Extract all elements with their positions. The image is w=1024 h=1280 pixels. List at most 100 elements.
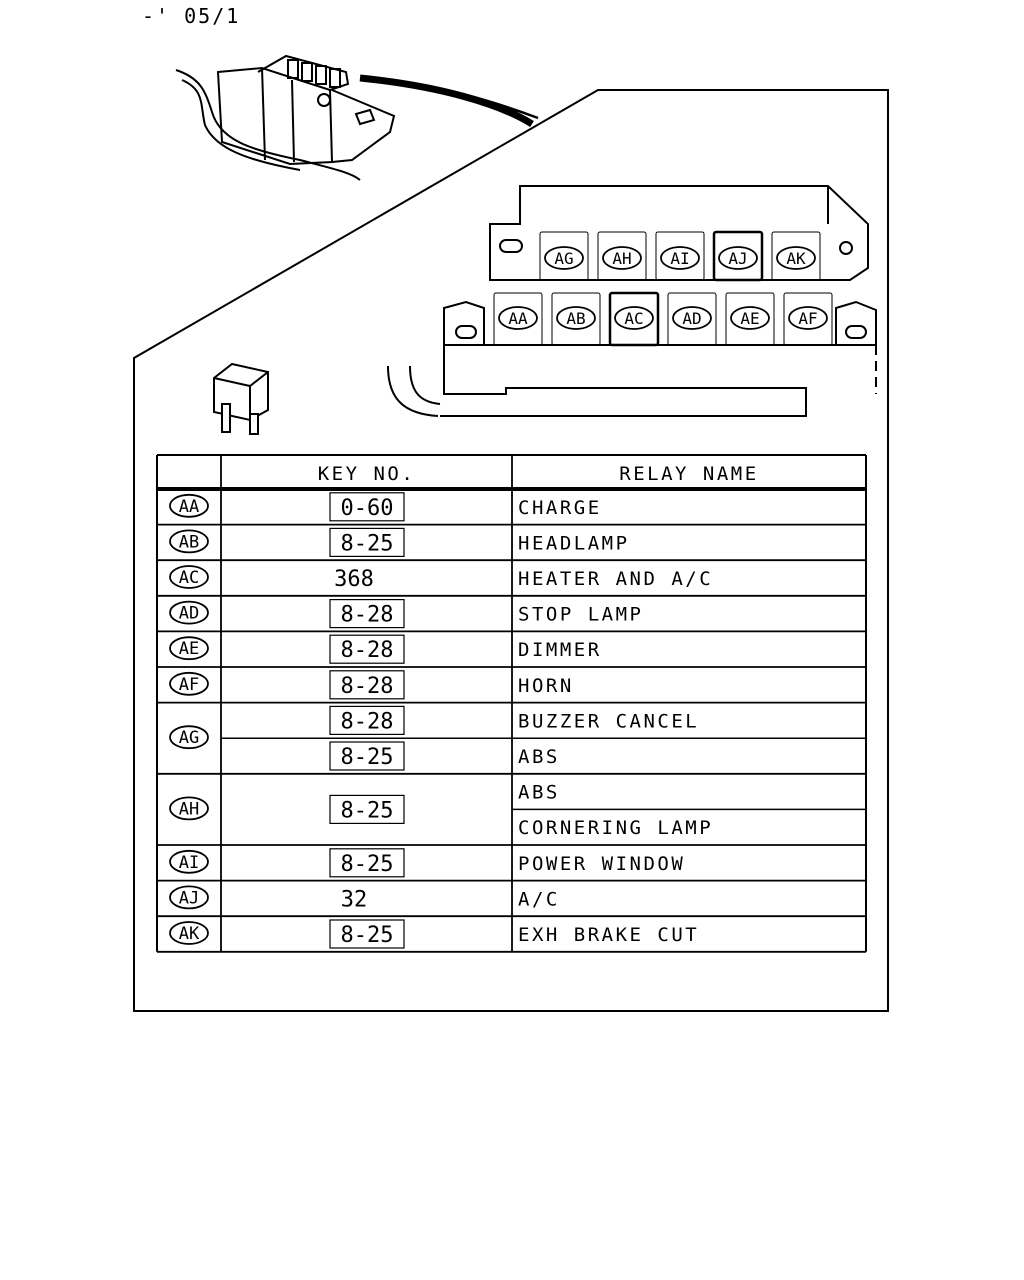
relay-name-value: POWER WINDOW: [518, 853, 685, 875]
code-label: AD: [682, 309, 701, 328]
key-no-value: 32: [341, 887, 368, 912]
page-code: -' 05/1: [142, 4, 241, 28]
key-no-value: 8-25: [341, 531, 394, 556]
key-no-cell: 32: [341, 887, 368, 912]
relay-name-header: RELAY NAME: [619, 463, 758, 485]
socket-label-ag: AG: [544, 246, 584, 270]
key-no-cell: 8-28: [329, 598, 405, 629]
socket-ae: AE: [725, 292, 775, 346]
socket-aa: AA: [493, 292, 543, 346]
key-no-value: 8-28: [341, 603, 394, 628]
relay-name-value: A/C: [518, 888, 560, 910]
key-no-cell: 368: [334, 567, 374, 592]
socket-ah: AH: [597, 231, 647, 281]
socket-label-af: AF: [788, 306, 828, 330]
relay-name-value: BUZZER CANCEL: [518, 710, 699, 732]
row-code-ah: AH: [169, 796, 209, 821]
key-no-value: 8-25: [341, 923, 394, 948]
key-no-cell: 8-25: [329, 848, 405, 878]
row-code-ae: AE: [169, 636, 209, 661]
fuse-box-top-row: AG AH AI AJ AK: [539, 230, 821, 282]
key-no-cell: 8-28: [329, 634, 405, 664]
table-row: AF 8-28 HORN: [169, 670, 574, 700]
socket-label-ai: AI: [660, 246, 700, 270]
key-no-cell: 8-28: [329, 670, 405, 700]
table-row: AD 8-28 STOP LAMP: [169, 598, 643, 629]
code-label: AE: [179, 639, 199, 659]
relay-name-value: HEADLAMP: [518, 532, 630, 554]
socket-ak: AK: [771, 231, 821, 281]
table-row: AJ 32 A/C: [169, 885, 560, 912]
code-label: AH: [612, 249, 631, 268]
code-label: AK: [179, 924, 200, 944]
key-no-value: 8-25: [341, 798, 394, 823]
socket-label-aa: AA: [498, 306, 538, 330]
relay-name-value: ABS: [518, 746, 560, 768]
key-no-cell: 8-25: [329, 794, 405, 825]
key-no-value: 8-28: [341, 674, 394, 699]
socket-ad: AD: [667, 292, 717, 346]
code-label: AJ: [728, 249, 747, 268]
panel-border: [133, 89, 889, 1012]
code-label: AA: [508, 309, 528, 328]
row-code-ad: AD: [169, 600, 209, 625]
key-no-cell: 8-25: [329, 527, 405, 558]
code-label: AG: [179, 728, 199, 748]
key-no-value: 8-28: [341, 638, 394, 663]
row-code-ab: AB: [169, 529, 209, 554]
row-code-af: AF: [169, 671, 209, 696]
relay-name-value: STOP LAMP: [518, 604, 643, 626]
code-label: AI: [670, 249, 689, 268]
table-row: AG 8-28 BUZZER CANCEL 8-25 ABS: [169, 705, 699, 771]
code-label: AH: [179, 799, 199, 819]
socket-ag: AG: [539, 231, 589, 281]
table-row: AI 8-25 POWER WINDOW: [169, 848, 685, 878]
code-label: AA: [179, 497, 199, 517]
key-no-value: 8-25: [341, 852, 394, 877]
key-no-cell: 8-25: [329, 919, 405, 949]
key-no-cell: 8-28: [329, 705, 405, 736]
socket-ai: AI: [655, 231, 705, 281]
key-no-value: 0-60: [341, 496, 394, 521]
harness-illustration: [175, 54, 539, 181]
fuse-box: [387, 185, 877, 417]
fuse-box-bottom-row: AA AB AC AD AE AF: [493, 291, 833, 347]
key-no-cell: 8-25: [329, 741, 405, 771]
socket-label-ah: AH: [602, 246, 642, 270]
code-label: AG: [554, 249, 573, 268]
key-no-value: 8-28: [341, 709, 394, 734]
code-label: AB: [179, 532, 199, 552]
socket-label-ab: AB: [556, 306, 596, 330]
code-label: AK: [786, 249, 806, 268]
relay-name-value: ABS: [518, 782, 560, 804]
code-label: AJ: [179, 888, 199, 908]
relay-name-value: HORN: [518, 675, 574, 697]
key-no-cell: 0-60: [329, 492, 405, 522]
relay-name-value: CHARGE: [518, 497, 602, 519]
key-no-header: KEY NO.: [318, 463, 416, 485]
key-no-value: 8-25: [341, 745, 394, 770]
socket-aj: AJ: [712, 230, 764, 282]
socket-label-ad: AD: [672, 306, 712, 330]
row-code-ag: AG: [169, 725, 209, 750]
relay-name-value: HEATER AND A/C: [518, 568, 713, 590]
row-code-ai: AI: [169, 849, 209, 874]
table-row: AC 368 HEATER AND A/C: [169, 565, 713, 592]
code-label: AE: [740, 309, 759, 328]
key-no-value: 368: [334, 567, 374, 592]
table-row: AA 0-60 CHARGE: [169, 492, 602, 522]
socket-af: AF: [783, 292, 833, 346]
code-label: AC: [624, 309, 643, 328]
relay-icon: [213, 362, 269, 435]
code-label: AC: [179, 568, 199, 588]
code-label: AB: [566, 309, 585, 328]
socket-label-ae: AE: [730, 306, 770, 330]
row-code-aa: AA: [169, 493, 209, 518]
relay-name-value: DIMMER: [518, 639, 602, 661]
socket-ac: AC: [608, 291, 660, 347]
relay-name-value: CORNERING LAMP: [518, 817, 713, 839]
socket-label-ak: AK: [776, 246, 816, 270]
code-label: AF: [179, 675, 199, 695]
